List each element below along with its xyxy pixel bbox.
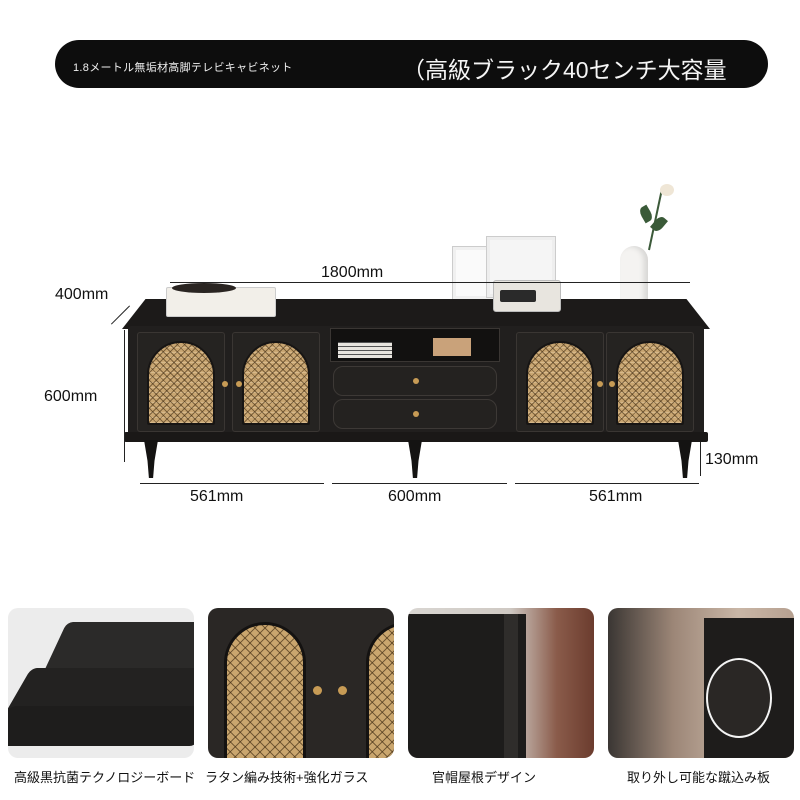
cabinet-leg [144, 440, 158, 478]
door-knob [236, 381, 242, 387]
door-knob [609, 381, 615, 387]
leaf [637, 204, 655, 224]
left-section-arrow [140, 483, 324, 484]
rattan-panel [366, 622, 394, 758]
depth-arrow [110, 305, 131, 325]
middle-section-label: 600mm [388, 488, 442, 505]
turntable-platter [172, 283, 236, 293]
leg-height-label: 130mm [705, 451, 759, 468]
title-banner [55, 40, 768, 88]
feature-thumbnail-roof [408, 608, 594, 758]
rattan-panel [147, 341, 215, 425]
drawer-knob [413, 378, 419, 384]
feature-label-roof: 官帽屋根デザイン [432, 770, 537, 785]
highlight-circle [706, 658, 772, 738]
leg-height-arrow [700, 442, 701, 476]
feature-thumbnail-rattan [208, 608, 394, 758]
rattan-panel [242, 341, 310, 425]
door-knob [338, 686, 347, 695]
banner-title: （高級ブラック40センチ大容量 [402, 57, 727, 83]
feature-label-board: 高級黒抗菌テクノロジーボード [14, 770, 196, 785]
height-label: 600mm [44, 388, 98, 405]
left-section-label: 561mm [190, 488, 244, 505]
cabinet-edge [504, 614, 518, 758]
books [338, 342, 392, 358]
cabinet-leg [678, 440, 692, 478]
banner-subtitle: 1.8メートル無垢材高脚テレビキャビネット [73, 62, 293, 74]
feature-label-kickboard: 取り外し可能な蹴込み板 [627, 770, 771, 785]
vase [620, 246, 648, 308]
board-slab [8, 706, 194, 746]
drawer [333, 399, 497, 429]
rattan-panel [616, 341, 684, 425]
right-section-label: 561mm [589, 488, 643, 505]
rattan-panel [224, 622, 306, 758]
right-section-arrow [515, 483, 699, 484]
cabinet-door [137, 332, 225, 432]
door-knob [313, 686, 322, 695]
drawer-knob [413, 411, 419, 417]
height-arrow [124, 330, 125, 462]
box [433, 338, 471, 356]
depth-label: 400mm [55, 286, 109, 303]
cabinet-leg [408, 440, 422, 478]
flower [660, 184, 674, 196]
width-label: 1800mm [321, 264, 384, 281]
cabinet-door [606, 332, 694, 432]
width-arrow [170, 282, 690, 283]
feature-label-rattan: ラタン編み技術+強化ガラス [205, 770, 369, 785]
feature-thumbnail-kickboard [608, 608, 794, 758]
cabinet-door [232, 332, 320, 432]
feature-thumbnail-board [8, 608, 194, 758]
middle-section-arrow [332, 483, 507, 484]
cabinet-base [124, 432, 708, 442]
radio-display [500, 290, 536, 302]
door-knob [597, 381, 603, 387]
rattan-panel [526, 341, 594, 425]
door-knob [222, 381, 228, 387]
cabinet-door [516, 332, 604, 432]
